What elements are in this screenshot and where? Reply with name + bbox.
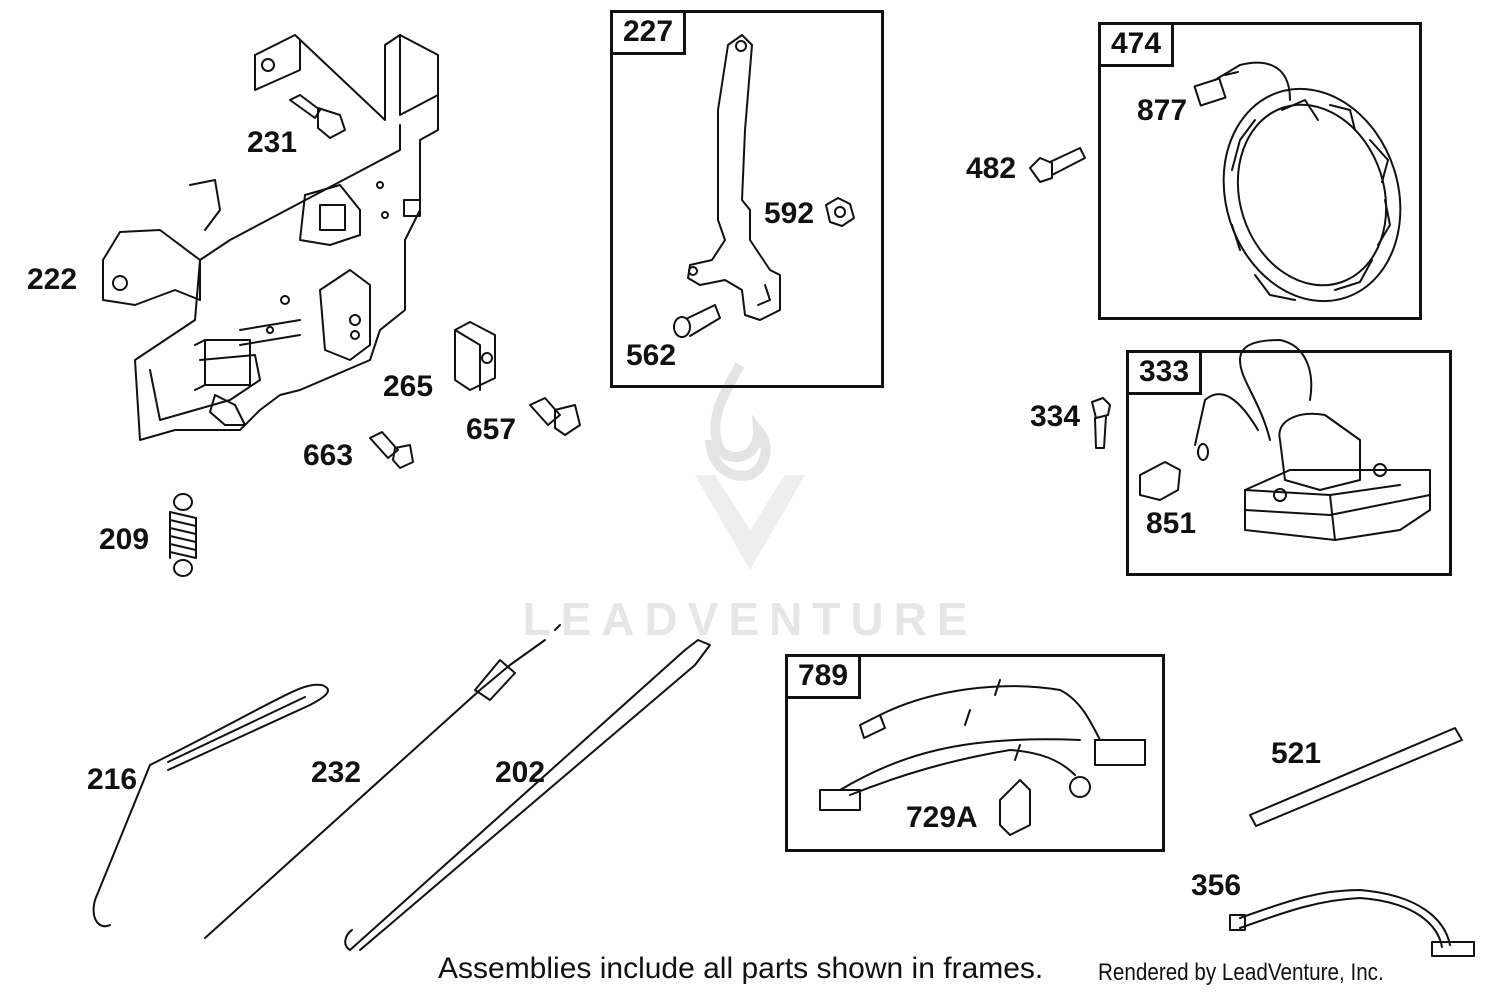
part-label-657: 657 xyxy=(466,413,517,446)
wiring-harness-part xyxy=(819,679,1146,836)
alternator-stator-part xyxy=(1193,61,1402,303)
tube-521-part xyxy=(1249,727,1463,827)
part-label-216: 216 xyxy=(87,763,138,796)
part-label-592: 592 xyxy=(764,197,815,230)
screw-231-part xyxy=(289,94,346,139)
frame-label-789: 789 xyxy=(788,657,862,699)
link-202-part xyxy=(344,639,711,951)
part-label-482: 482 xyxy=(966,152,1017,185)
screw-562-part xyxy=(673,304,721,338)
watermark-text: LEADVENTURE xyxy=(522,593,978,645)
screw-663-part xyxy=(369,431,414,469)
frame-227: 227 xyxy=(610,10,884,388)
frame-474: 474 xyxy=(1098,22,1422,320)
link-216-part xyxy=(92,683,329,928)
frame-label-333: 333 xyxy=(1129,353,1203,395)
part-label-232: 232 xyxy=(311,756,362,789)
part-label-663: 663 xyxy=(303,439,354,472)
assemblies-note: Assemblies include all parts shown in fr… xyxy=(438,952,1044,985)
part-label-202: 202 xyxy=(495,756,546,789)
ignition-armature-part xyxy=(1139,339,1431,541)
spring-209-part xyxy=(169,493,197,577)
part-label-209: 209 xyxy=(99,523,150,556)
screw-657-part xyxy=(529,397,581,436)
nut-592-part xyxy=(825,197,855,227)
frame-333: 333 xyxy=(1126,350,1452,576)
frame-label-227: 227 xyxy=(613,13,687,55)
part-label-729a: 729A xyxy=(906,801,978,834)
part-label-356: 356 xyxy=(1191,869,1242,902)
part-label-521: 521 xyxy=(1271,737,1322,770)
part-label-851: 851 xyxy=(1146,507,1197,540)
watermark-logo-icon xyxy=(695,362,805,570)
part-label-222: 222 xyxy=(27,263,78,296)
cable-232-part xyxy=(204,624,561,939)
part-label-334: 334 xyxy=(1030,400,1081,433)
part-label-877: 877 xyxy=(1137,94,1188,127)
control-bracket-part xyxy=(102,34,439,441)
part-label-265: 265 xyxy=(383,370,434,403)
frame-789: 789 xyxy=(785,654,1165,852)
screw-334-part xyxy=(1091,397,1111,449)
frame-label-474: 474 xyxy=(1101,25,1175,67)
part-label-562: 562 xyxy=(626,339,677,372)
clip-265-part xyxy=(454,321,496,391)
part-label-231: 231 xyxy=(247,126,298,159)
ground-lead-356-part xyxy=(1229,889,1475,957)
render-credit: Rendered by LeadVenture, Inc. xyxy=(1098,959,1384,986)
governor-lever-part xyxy=(687,34,781,321)
screw-482-part xyxy=(1029,147,1086,183)
